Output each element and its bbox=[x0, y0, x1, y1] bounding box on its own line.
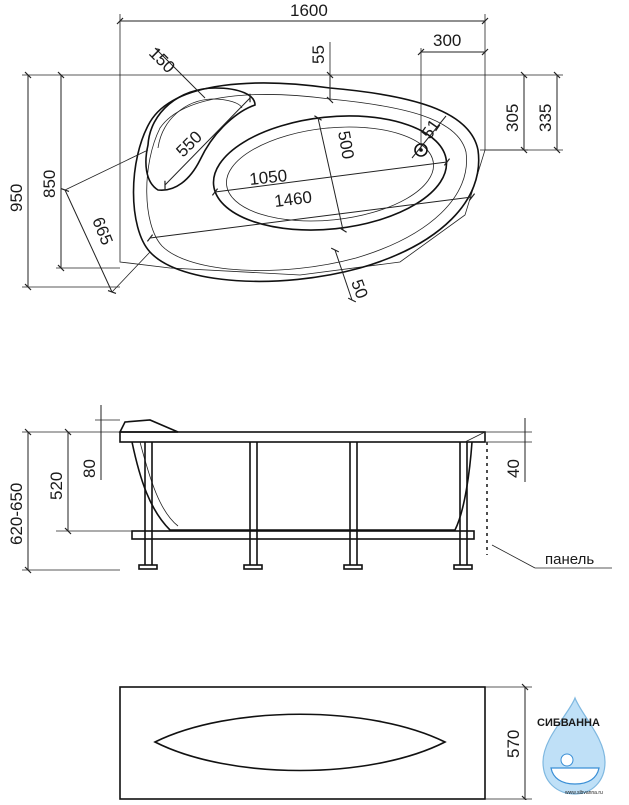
dim-950: 950 bbox=[7, 184, 26, 212]
dim-520: 520 bbox=[47, 472, 66, 500]
panel-lens-shape bbox=[153, 713, 447, 772]
dim-620-650: 620-650 bbox=[7, 483, 26, 545]
dim-570: 570 bbox=[504, 730, 523, 758]
dim-500: 500 bbox=[334, 129, 358, 160]
panel-leader bbox=[491, 544, 536, 569]
brand-url: www.sibvanna.ru bbox=[565, 790, 603, 796]
dim-1600: 1600 bbox=[290, 1, 328, 20]
front-panel bbox=[119, 686, 486, 800]
dim-80: 80 bbox=[80, 459, 99, 478]
panel-view: 570 bbox=[119, 683, 532, 800]
side-view: 620-650 520 80 40 панель bbox=[7, 405, 612, 574]
tub-rim-top bbox=[119, 431, 486, 443]
panel-label: панель bbox=[545, 551, 594, 568]
dim-1460: 1460 bbox=[273, 188, 313, 211]
dim-300: 300 bbox=[433, 31, 461, 50]
top-view: 1600 300 55 150 550 1050 1460 500 51 305… bbox=[7, 1, 563, 303]
dim-305: 305 bbox=[503, 104, 522, 132]
dim-665: 665 bbox=[88, 214, 116, 247]
dim-1050: 1050 bbox=[248, 166, 288, 189]
frame-bottom bbox=[131, 530, 475, 540]
tub-body bbox=[131, 441, 473, 531]
tub-rim-side bbox=[118, 419, 179, 433]
dim-550: 550 bbox=[172, 127, 205, 160]
dim-51: 51 bbox=[418, 116, 444, 142]
brand-logo: СИБВАННА www.sibvanna.ru bbox=[535, 690, 629, 800]
brand-name: СИБВАННА bbox=[537, 717, 600, 729]
dim-335: 335 bbox=[536, 104, 555, 132]
dim-55: 55 bbox=[309, 45, 328, 64]
dim-150: 150 bbox=[145, 43, 178, 76]
bathtub-icon bbox=[550, 767, 600, 785]
tub-footprint bbox=[119, 74, 486, 276]
dim-40: 40 bbox=[504, 459, 523, 478]
dim-850: 850 bbox=[40, 170, 59, 198]
